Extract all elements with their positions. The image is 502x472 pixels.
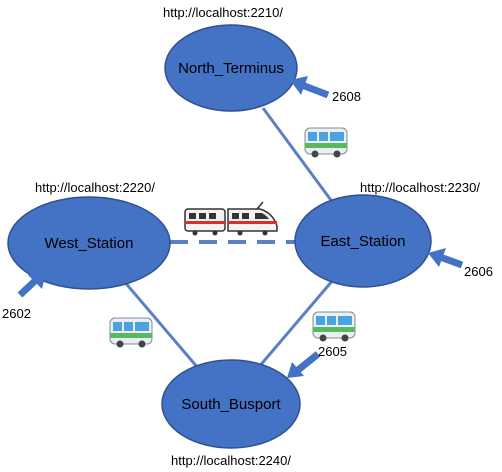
node-south-busport-shape (161, 359, 301, 449)
node-west-station-shape (7, 196, 171, 290)
node-west-station-label: West_Station (45, 235, 134, 252)
node-south-busport-label: South_Busport (181, 396, 281, 413)
port-label-south: 2605 (318, 344, 347, 359)
links (121, 107, 338, 369)
node-south-busport: South_Busport (161, 359, 301, 449)
port-label-north: 2608 (332, 89, 361, 104)
node-east-station-label: East_Station (320, 233, 405, 250)
train-icon (184, 201, 278, 236)
port-arrow-south (287, 351, 321, 378)
node-north-terminus-label: North_Terminus (178, 60, 284, 77)
node-west-station: West_Station (7, 196, 171, 290)
link-north-east (261, 107, 338, 208)
node-east-station: East_Station (294, 194, 432, 288)
port-arrow-east (428, 248, 464, 269)
bus-icon (304, 127, 348, 158)
bus-icon (109, 317, 153, 348)
node-east-station-shape (294, 194, 432, 288)
port-arrow-north (290, 76, 330, 99)
port-arrow-west (17, 268, 47, 298)
url-north-terminus: http://localhost:2210/ (163, 5, 283, 20)
url-south-busport: http://localhost:2240/ (171, 453, 291, 468)
link-west-south (121, 279, 200, 369)
port-label-west: 2602 (2, 306, 31, 321)
node-north-terminus-shape (164, 24, 298, 112)
port-label-east: 2606 (464, 264, 493, 279)
link-east-south (256, 279, 335, 369)
node-north-terminus: North_Terminus (164, 24, 298, 112)
url-west-station: http://localhost:2220/ (35, 180, 155, 195)
bus-icon (312, 311, 356, 342)
url-east-station: http://localhost:2230/ (360, 180, 480, 195)
